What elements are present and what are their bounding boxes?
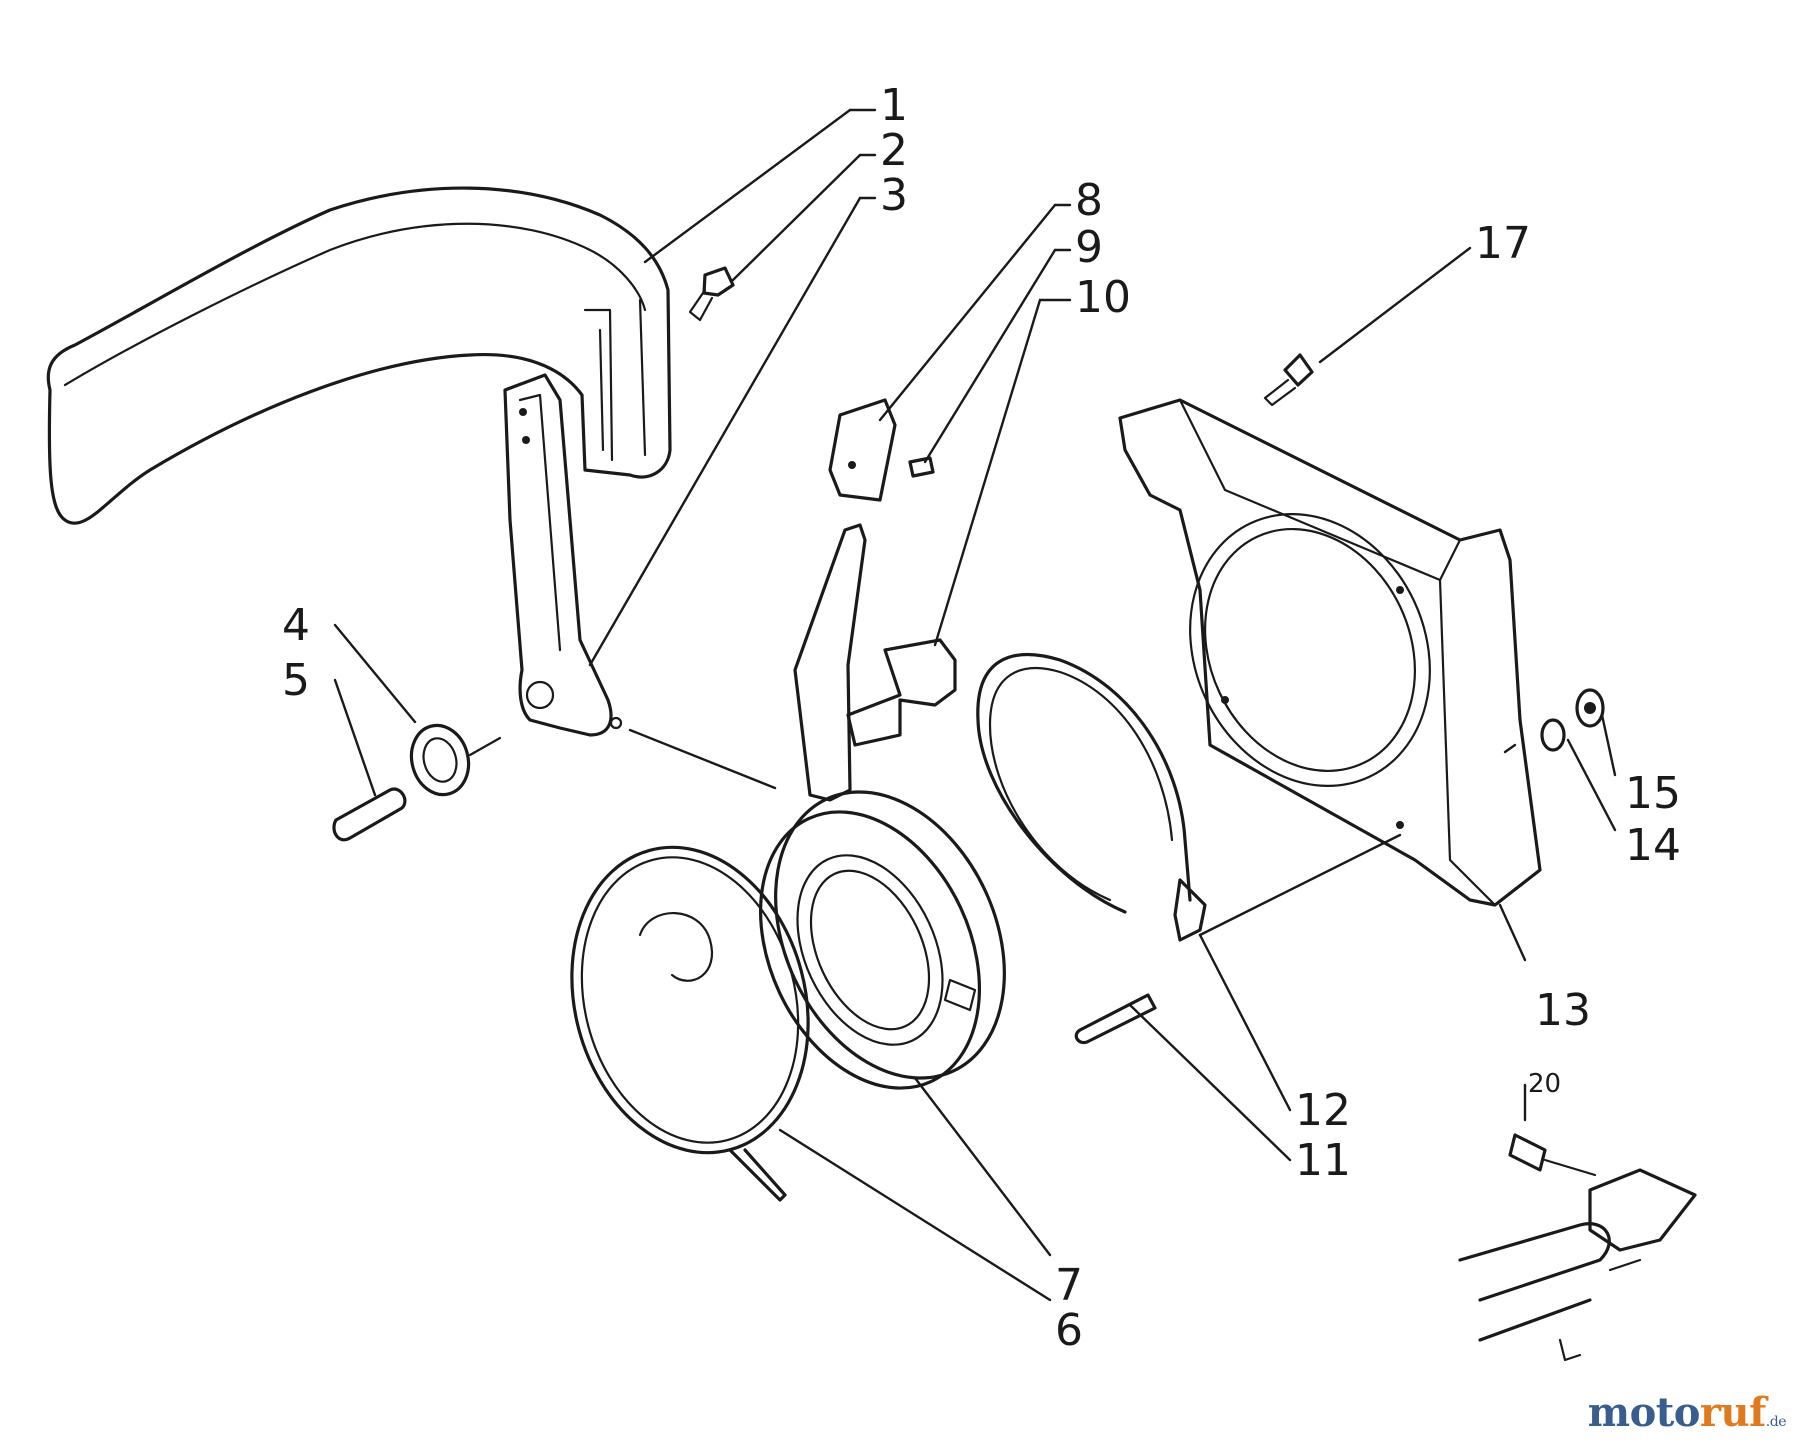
part-2-screw (688, 266, 735, 322)
part-17-screw (1263, 353, 1314, 407)
part-8-block (828, 398, 897, 502)
label-10: 10 (1075, 272, 1131, 323)
label-6: 6 (1055, 1305, 1083, 1356)
label-3: 3 (880, 170, 908, 221)
label-13: 13 (1535, 985, 1591, 1036)
label-7: 7 (1055, 1260, 1083, 1311)
part-13-housing (1118, 398, 1542, 907)
label-8: 8 (1075, 175, 1103, 226)
part-9-small-pin (908, 456, 935, 478)
label-20: 20 (1528, 1069, 1561, 1099)
label-14: 14 (1625, 820, 1681, 871)
label-12: 12 (1295, 1085, 1351, 1136)
part-1-handle (46, 186, 672, 525)
label-15: 15 (1625, 768, 1681, 819)
part-14-15-washers (1540, 688, 1605, 752)
part-11-12-band (976, 652, 1207, 942)
part-6-spring (570, 845, 810, 1202)
part-3-lever (503, 373, 623, 737)
part-4-nut (409, 723, 502, 797)
part-7-pulley (758, 523, 1006, 1090)
part-5-pin (332, 787, 407, 842)
leader-lines (333, 108, 1617, 1302)
label-4: 4 (282, 600, 310, 651)
label-1: 1 (880, 80, 908, 131)
part-20-detail (1458, 1133, 1697, 1362)
label-17: 17 (1475, 218, 1531, 269)
part-10-pawl (846, 638, 957, 747)
label-11: 11 (1295, 1135, 1351, 1186)
part-11-bolt (1074, 993, 1157, 1045)
part-labels: 1 2 3 4 5 6 7 8 9 10 11 12 13 14 15 17 2… (282, 80, 1681, 1356)
label-9: 9 (1075, 222, 1103, 273)
label-2: 2 (880, 125, 908, 176)
label-5: 5 (282, 655, 310, 706)
motoruf-watermark: motoruf.de (1587, 1389, 1787, 1436)
